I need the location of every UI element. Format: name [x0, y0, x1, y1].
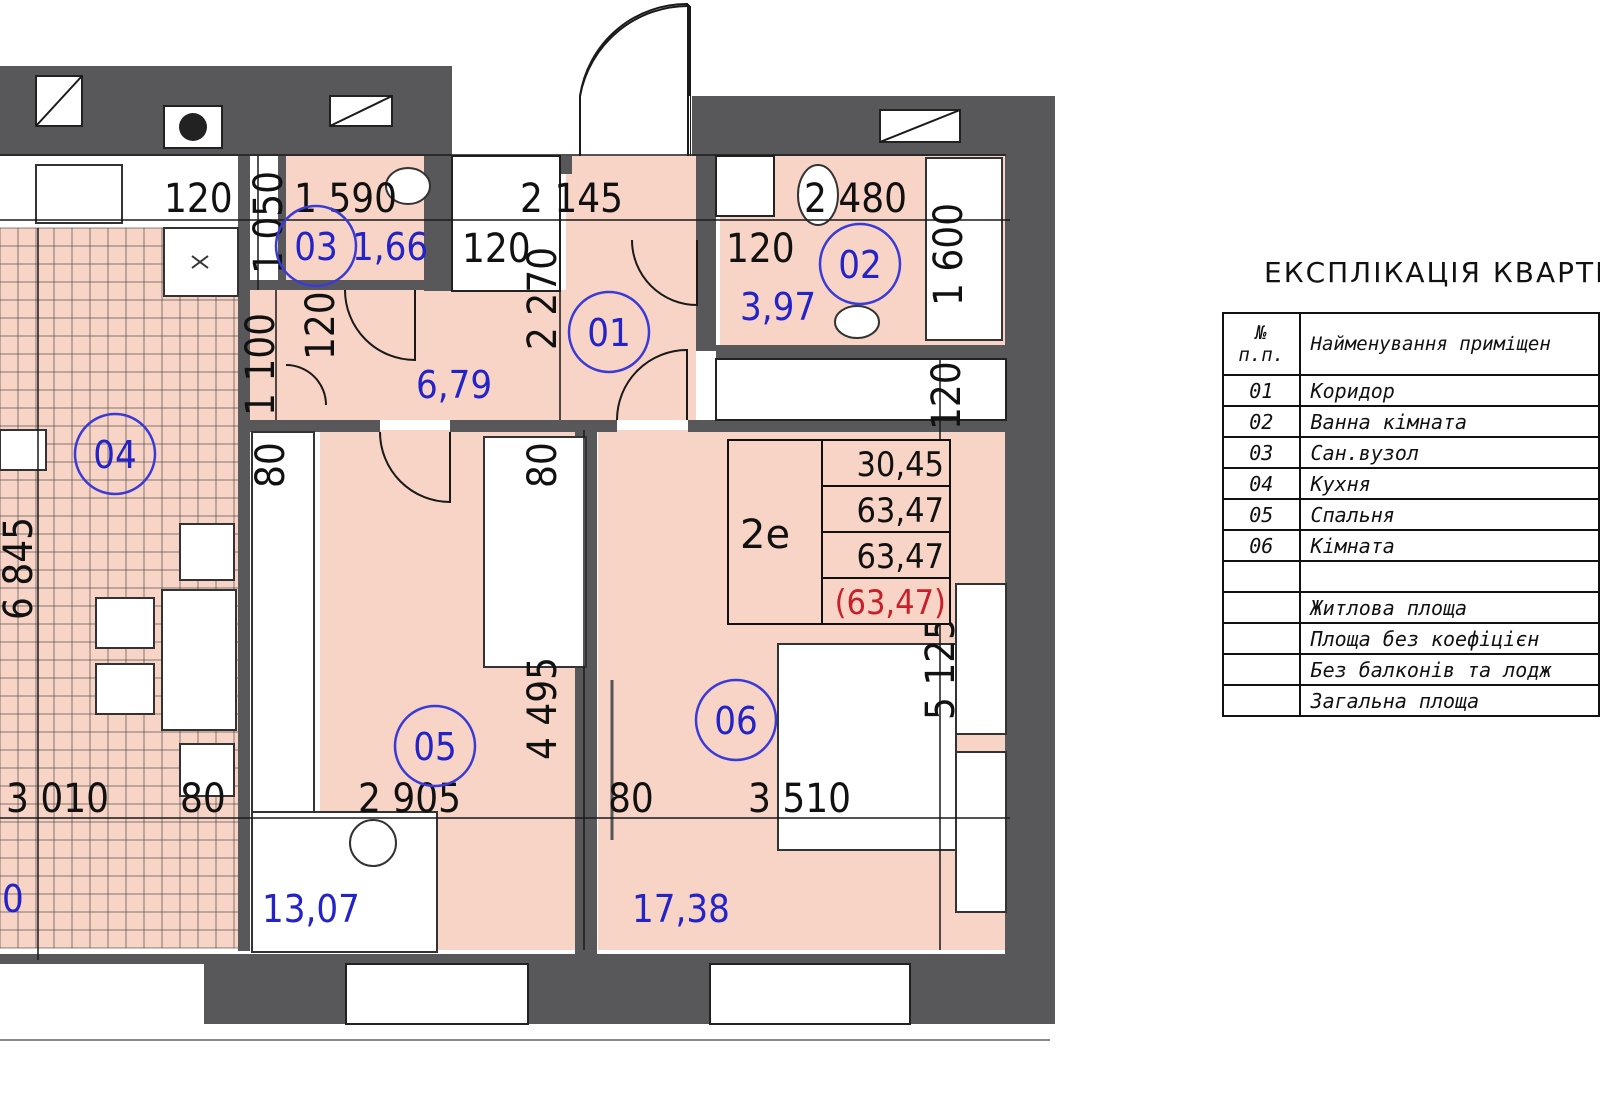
room-05-marker [393, 704, 477, 788]
room-06-number: 06 [714, 699, 758, 743]
row-number: 04 [1222, 467, 1301, 500]
room-04-area: 0 [2, 877, 24, 921]
table-row: Житлова площа [1222, 591, 1600, 624]
room-04-number: 04 [93, 433, 137, 477]
room-03-marker [274, 204, 358, 288]
row-number: 05 [1222, 498, 1301, 531]
header-number-line1: № [1255, 322, 1267, 344]
dim-120-e: 120 [924, 361, 970, 430]
table-row [1222, 560, 1600, 593]
row-number: 01 [1222, 374, 1301, 407]
summary-value-2: 63,47 [856, 491, 944, 531]
dim-1100: 1 100 [238, 313, 284, 416]
walls [0, 66, 1055, 1024]
table-row: Площа без коефіцієн [1222, 622, 1600, 655]
row-name: Спальня [1298, 498, 1600, 531]
room-03-number: 03 [294, 225, 338, 269]
room-04-marker [73, 412, 157, 496]
row-name: Сан.вузол [1298, 436, 1600, 469]
room-05-area: 13,07 [262, 887, 360, 931]
room-02-marker [818, 222, 902, 306]
summary-value-4: (63,47) [835, 583, 946, 623]
row-name: Коридор [1298, 374, 1600, 407]
row-name: Площа без коефіцієн [1298, 622, 1600, 655]
row-number: 02 [1222, 405, 1301, 438]
row-number [1222, 591, 1301, 624]
dim-6845: 6 845 [0, 517, 42, 620]
room-01-number: 01 [587, 311, 631, 355]
entrance-door [579, 2, 691, 156]
row-number [1222, 560, 1301, 593]
table-row: Без балконів та лодж [1222, 653, 1600, 686]
room-05-number: 05 [413, 725, 457, 769]
room-03-area: 1,66 [352, 225, 428, 269]
room-02-number: 02 [838, 243, 882, 287]
room-01-area: 6,79 [416, 363, 492, 407]
header-number: № п.п. [1222, 312, 1301, 376]
row-number [1222, 622, 1301, 655]
dim-4495: 4 495 [520, 657, 566, 760]
dim-120: 120 [164, 176, 233, 222]
summary-value-1: 30,45 [856, 445, 944, 485]
dim-2480: 2 480 [804, 176, 907, 222]
row-number [1222, 684, 1301, 717]
row-name: Кухня [1298, 467, 1600, 500]
dim-1590: 1 590 [294, 176, 397, 222]
apartment-type: 2е [740, 512, 790, 558]
windows [0, 75, 1050, 1041]
row-name: Без балконів та лодж [1298, 653, 1600, 686]
dim-80-c: 80 [180, 776, 226, 822]
dimension-labels: 120 1 590 1 050 2 145 2 480 120 2 270 12… [0, 171, 972, 822]
explication-header-row: № п.п. Найменування приміщен [1222, 312, 1600, 376]
room-06-area: 17,38 [632, 887, 730, 931]
room-markers: 01 6,79 02 3,97 03 1,66 04 0 05 13,07 06… [2, 204, 902, 931]
explication-title: ЕКСПЛІКАЦІЯ КВАРТИ [1264, 256, 1600, 289]
row-name: Ванна кімната [1298, 405, 1600, 438]
room-02-area: 3,97 [740, 285, 816, 329]
row-number: 06 [1222, 529, 1301, 562]
dimension-lines [0, 154, 1010, 960]
dim-2270: 2 270 [520, 247, 566, 350]
header-name: Найменування приміщен [1298, 312, 1600, 376]
row-name: Житлова площа [1298, 591, 1600, 624]
dim-120-c: 120 [726, 226, 795, 272]
row-name [1298, 560, 1600, 593]
table-row: Загальна площа [1222, 684, 1600, 717]
room-01-marker [567, 290, 651, 374]
row-name: Кімната [1298, 529, 1600, 562]
dim-3510: 3 510 [748, 776, 851, 822]
dim-80-b: 80 [520, 442, 566, 488]
dim-5125: 5 125 [918, 617, 964, 720]
row-name: Загальна площа [1298, 684, 1600, 717]
room-06-marker [694, 678, 778, 762]
row-number [1222, 653, 1301, 686]
dim-3010: 3 010 [6, 776, 109, 822]
dim-1600: 1 600 [926, 203, 972, 306]
header-number-line2: п.п. [1238, 344, 1285, 366]
dim-2905: 2 905 [358, 776, 461, 822]
row-number: 03 [1222, 436, 1301, 469]
dim-80-d: 80 [608, 776, 654, 822]
dim-80-a: 80 [248, 442, 294, 488]
dim-120-d: 120 [298, 291, 344, 360]
apartment-summary: 2е 30,45 63,47 63,47 (63,47) [727, 439, 951, 625]
summary-value-3: 63,47 [856, 537, 944, 577]
dim-2145: 2 145 [520, 176, 623, 222]
dim-120-b: 120 [462, 226, 531, 272]
fixtures [0, 157, 1007, 953]
interior-doors [285, 239, 698, 504]
